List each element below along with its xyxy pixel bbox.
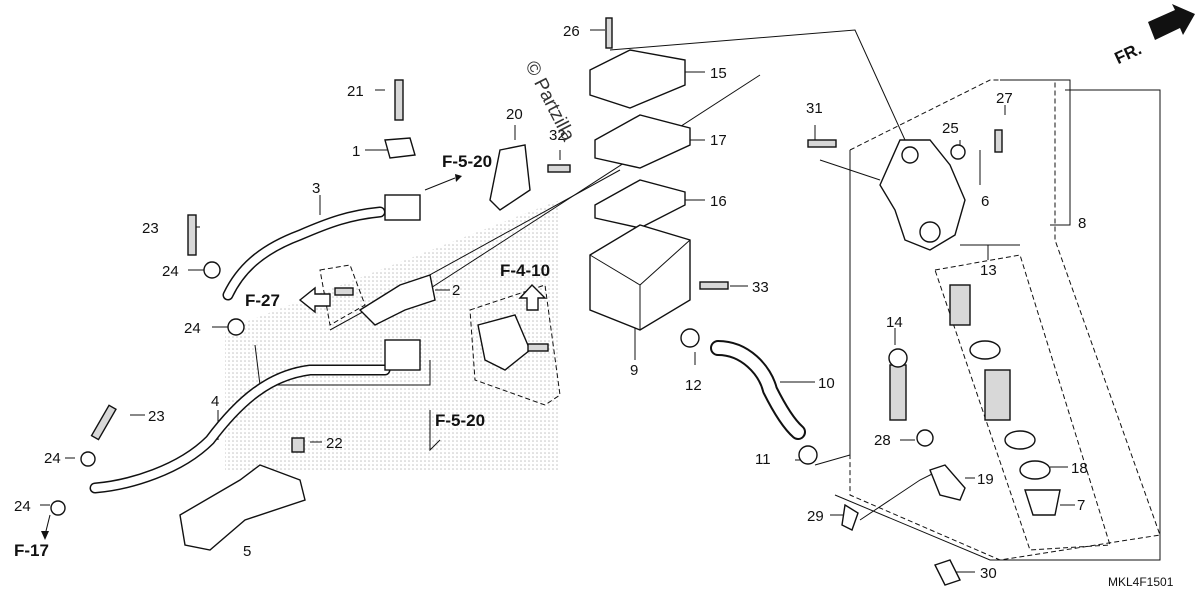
callout-9: 9 [630, 362, 638, 379]
callout-12: 12 [685, 377, 702, 394]
diagram-code: MKL4F1501 [1108, 575, 1174, 589]
fr-arrow-icon [1148, 4, 1195, 40]
callout-18: 18 [1071, 460, 1088, 477]
ref-f27: F-27 [245, 291, 280, 310]
callout-13: 13 [980, 262, 997, 279]
arrow-f520-top [424, 177, 456, 191]
direction-label: FR. [1112, 39, 1145, 68]
callout-15: 15 [710, 65, 727, 82]
ref-f410: F-4-10 [500, 261, 550, 280]
callout-23a: 23 [142, 220, 159, 237]
ref-f17: F-17 [14, 541, 49, 560]
callout-10: 10 [818, 375, 835, 392]
arrow-f520-top-head [455, 174, 462, 182]
callout-2: 2 [452, 282, 460, 299]
callout-33: 33 [752, 279, 769, 296]
callout-29: 29 [807, 508, 824, 525]
callout-4: 4 [211, 393, 219, 410]
dashed-box-parts-13 [934, 254, 1111, 551]
callout-27: 27 [996, 90, 1013, 107]
callout-8: 8 [1078, 215, 1086, 232]
callout-14: 14 [886, 314, 903, 331]
callout-20: 20 [506, 106, 523, 123]
callout-32: 32 [549, 127, 566, 144]
callout-25: 25 [942, 120, 959, 137]
callout-28: 28 [874, 432, 891, 449]
section-refs: F-5-20 F-27 F-4-10 F-5-20 F-17 [14, 152, 550, 560]
part-shapes [50, 17, 1061, 586]
callout-24d: 24 [14, 498, 31, 515]
ref-f520-bottom: F-5-20 [435, 411, 485, 430]
dashed-box-master-cylinder [849, 79, 1161, 561]
callout-6: 6 [981, 193, 989, 210]
arrow-f410 [518, 283, 547, 311]
callout-26: 26 [563, 23, 580, 40]
shaded-area [225, 200, 560, 470]
callout-23b: 23 [148, 408, 165, 425]
callout-24b: 24 [184, 320, 201, 337]
arrow-f17-head [41, 531, 49, 540]
callout-24a: 24 [162, 263, 179, 280]
callout-24c: 24 [44, 450, 61, 467]
callout-22: 22 [326, 435, 343, 452]
arrow-f520-bottom [429, 410, 441, 452]
callout-5: 5 [243, 543, 251, 560]
callout-17: 17 [710, 132, 727, 149]
callout-30: 30 [980, 565, 997, 582]
callout-21: 21 [347, 83, 364, 100]
callout-labels: 1 2 3 4 5 6 7 8 9 10 11 12 13 14 15 16 1… [14, 23, 1088, 582]
ref-f520-top: F-5-20 [442, 152, 492, 171]
callout-16: 16 [710, 193, 727, 210]
callout-11: 11 [755, 451, 771, 468]
callout-19: 19 [977, 471, 994, 488]
arrow-f27 [298, 286, 331, 314]
callout-7: 7 [1077, 497, 1085, 514]
callout-3: 3 [312, 180, 320, 197]
callout-31: 31 [806, 100, 823, 117]
callout-1: 1 [352, 143, 360, 160]
